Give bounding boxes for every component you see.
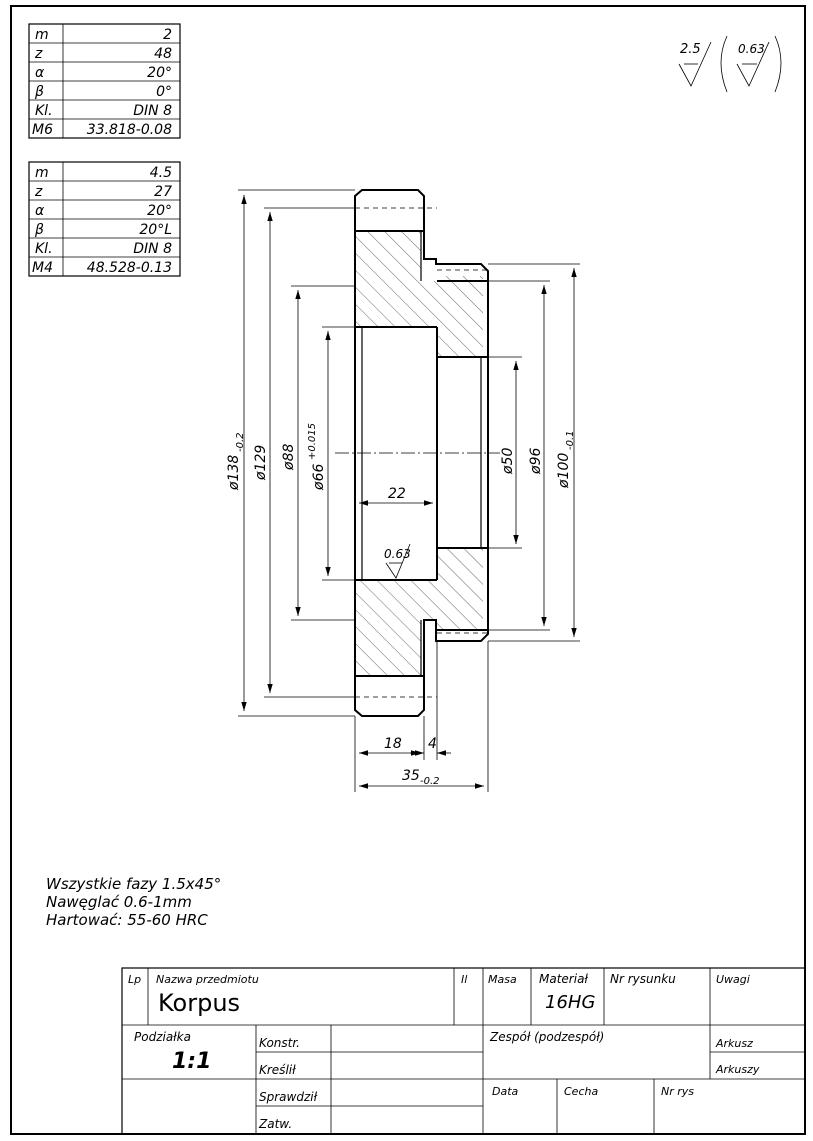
- dim-w22: 22: [388, 486, 406, 502]
- gear-table-1-symbol: z: [34, 46, 43, 62]
- gear-parameter-table-1: m 2 z 48 α 20° β 0° Kl. DIN 8 M6 33.818-…: [28, 23, 181, 139]
- gear-table-1-value: 0°: [156, 84, 172, 100]
- hatch-lower: [355, 548, 483, 676]
- dim-d88: ø88: [281, 444, 297, 471]
- gear-table-1-value: 20°: [147, 65, 172, 81]
- gear-table-1-symbol: m: [35, 27, 49, 43]
- svg-text:ø88: ø88: [281, 444, 297, 471]
- gear-table-2-symbol: z: [34, 184, 43, 200]
- svg-text:ø66: ø66: [311, 464, 327, 491]
- svg-text:Nazwa przedmiotu: Nazwa przedmiotu: [156, 973, 259, 986]
- svg-text:+0.015: +0.015: [307, 423, 318, 460]
- svg-text:Hartować: 55-60 HRC: Hartować: 55-60 HRC: [46, 911, 208, 929]
- svg-text:Zatw.: Zatw.: [258, 1117, 292, 1131]
- svg-text:Sprawdził: Sprawdził: [259, 1090, 318, 1104]
- svg-text:ø138: ø138: [226, 455, 242, 491]
- dim-d100: ø100 -0.1: [556, 430, 576, 489]
- gear-table-1-symbol: α: [35, 65, 45, 81]
- svg-text:Podziałka: Podziałka: [134, 1030, 191, 1044]
- gear-table-2-symbol: M4: [32, 260, 53, 276]
- gear-table-2-value: DIN 8: [133, 241, 172, 257]
- svg-text:Konstr.: Konstr.: [259, 1036, 300, 1050]
- svg-text:-0.2: -0.2: [235, 432, 246, 452]
- svg-text:-0.1: -0.1: [565, 430, 576, 450]
- gear-table-2-symbol: α: [35, 203, 45, 219]
- svg-text:Cecha: Cecha: [564, 1085, 598, 1098]
- svg-text:0.63: 0.63: [738, 42, 765, 56]
- gear-parameter-table-2: m 4.5 z 27 α 20° β 20°L Kl. DIN 8 M4 48.…: [28, 161, 181, 277]
- gear-table-2-value: 20°L: [139, 222, 172, 238]
- gear-table-1-value: DIN 8: [133, 103, 172, 119]
- gear-table-2-symbol: Kl.: [35, 241, 53, 257]
- svg-text:ø96: ø96: [528, 448, 544, 475]
- drawing-frame: [10, 5, 806, 1135]
- roughness-symbol-general: 2.5 0.63: [678, 35, 782, 93]
- svg-text:Wszystkie fazy 1.5x45°: Wszystkie fazy 1.5x45°: [46, 875, 221, 893]
- dimensions: ø138 -0.2 ø129 ø88 ø66 +0.015 ø50 ø96 ø: [226, 189, 580, 792]
- svg-text:Materiał: Materiał: [539, 972, 588, 986]
- svg-text:Nr rys: Nr rys: [661, 1085, 694, 1098]
- gear-table-1-value: 48: [154, 46, 172, 62]
- dim-d50: ø50: [500, 448, 516, 475]
- roughness-symbol-bore: 0.63: [384, 543, 411, 579]
- svg-text:ø100: ø100: [556, 453, 572, 489]
- gear-table-2-value: 48.528-0.13: [87, 260, 172, 276]
- scale-value: 1:1: [172, 1049, 211, 1074]
- dim-d129: ø129: [253, 445, 269, 481]
- svg-text:ø50: ø50: [500, 448, 516, 475]
- svg-text:Il: Il: [461, 973, 467, 986]
- svg-text:Lp: Lp: [128, 973, 141, 986]
- dim-w35: 35: [402, 768, 420, 784]
- svg-text:Kreślił: Kreślił: [259, 1063, 296, 1077]
- svg-text:Nawęglać 0.6-1mm: Nawęglać 0.6-1mm: [46, 893, 192, 911]
- part-name: Korpus: [158, 989, 240, 1017]
- svg-text:Zespół (podzespół): Zespół (podzespół): [489, 1030, 604, 1044]
- gear-table-2-symbol: m: [35, 165, 49, 181]
- gear-table-1-value: 33.818-0.08: [87, 122, 172, 138]
- gear-table-2-value: 27: [154, 184, 172, 200]
- svg-text:Data: Data: [492, 1085, 519, 1098]
- gear-table-2-value: 4.5: [150, 165, 172, 181]
- gear-table-1-symbol: M6: [32, 122, 53, 138]
- part-section-view: [335, 189, 500, 717]
- svg-text:Masa: Masa: [488, 973, 517, 986]
- gear-table-1-symbol: Kl.: [35, 103, 53, 119]
- svg-text:Nr rysunku: Nr rysunku: [610, 972, 676, 986]
- dim-d66: ø66 +0.015: [307, 423, 327, 491]
- title-block: Lp Nazwa przedmiotu Korpus Il Masa Mater…: [121, 967, 806, 1135]
- svg-text:Uwagi: Uwagi: [716, 973, 750, 986]
- technical-notes: Wszystkie fazy 1.5x45° Nawęglać 0.6-1mm …: [46, 875, 221, 929]
- svg-text:Arkuszy: Arkuszy: [715, 1063, 760, 1076]
- gear-table-2-value: 20°: [147, 203, 172, 219]
- svg-text:Arkusz: Arkusz: [715, 1037, 753, 1050]
- dim-w18: 18: [384, 736, 402, 752]
- dim-d96: ø96: [528, 448, 544, 475]
- material-value: 16HG: [545, 992, 595, 1013]
- svg-text:ø129: ø129: [253, 445, 269, 481]
- gear-table-1-value: 2: [163, 27, 172, 43]
- gear-table-1-symbol: β: [34, 84, 44, 100]
- svg-text:2.5: 2.5: [680, 42, 701, 57]
- dim-d138: ø138 -0.2: [226, 432, 246, 491]
- gear-table-2-symbol: β: [34, 222, 44, 238]
- dim-w35-tolerance: -0.2: [420, 776, 440, 787]
- svg-text:0.63: 0.63: [384, 547, 411, 561]
- hatch-upper: [355, 231, 483, 357]
- dim-w4: 4: [428, 736, 437, 752]
